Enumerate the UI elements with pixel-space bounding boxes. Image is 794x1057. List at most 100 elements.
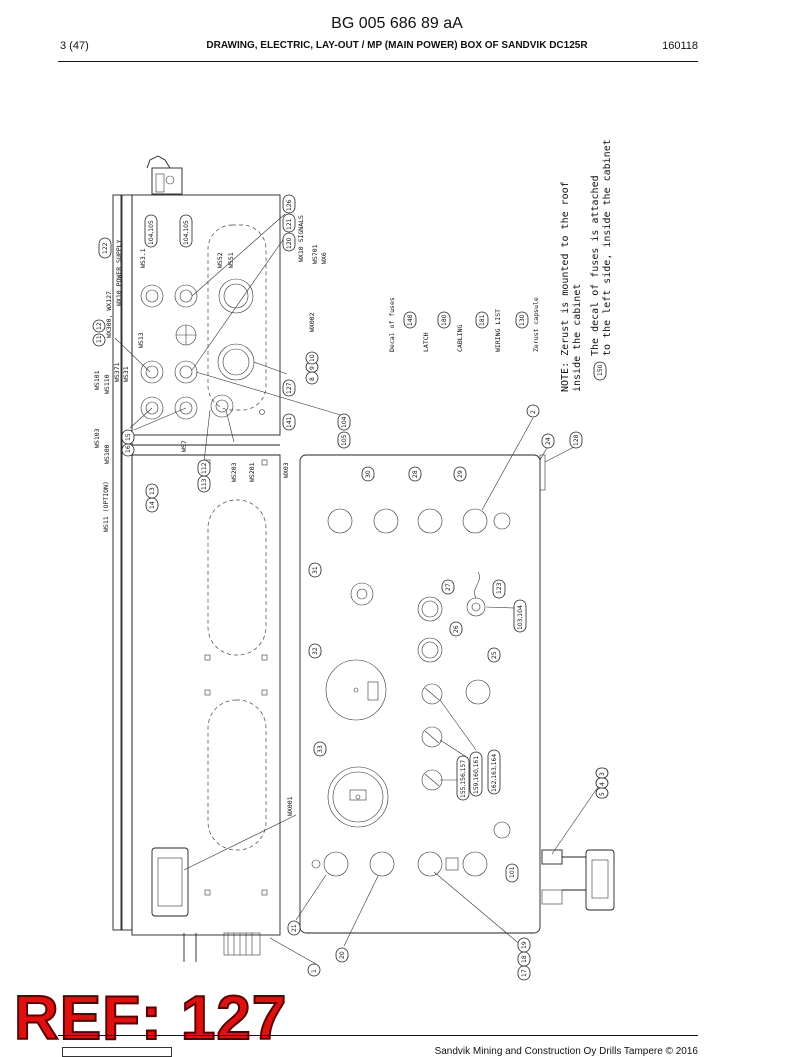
callout-14: 14 [149, 501, 156, 509]
callout-16: 16 [125, 445, 132, 453]
callout-121: 121 [286, 218, 293, 230]
legend-zerust-capsule: Zerust capsule [532, 297, 540, 352]
callout-24: 24 [545, 437, 552, 445]
note-fuses-line1: The decal of fuses is attached [590, 175, 601, 356]
latch-icon [146, 155, 183, 195]
footer-divider [58, 1035, 698, 1036]
callout-1: 1 [311, 969, 318, 973]
label-ws52: WS52 [216, 252, 224, 268]
callout-162: 162,163,164 [491, 754, 498, 792]
callout-128: 128 [573, 434, 580, 446]
callout-123: 123 [496, 582, 503, 594]
label-wx001: WX001 [286, 796, 294, 816]
callout-33: 33 [317, 745, 324, 753]
label-ws31: WS31 [122, 366, 130, 382]
callout-15: 15 [125, 433, 132, 441]
callout-148: 148 [407, 314, 414, 326]
legend-cabling: CABLING [456, 325, 464, 352]
label-wx03: WX03 [282, 462, 290, 478]
label-ws7: WS7 [180, 440, 188, 452]
header-divider [58, 61, 698, 62]
callout-5: 5 [599, 792, 606, 796]
label-wx002: WX002 [308, 312, 316, 332]
cable-gland [151, 847, 261, 962]
callout-32: 32 [312, 647, 319, 655]
parts-legend: Decal of fuses LATCH CABLING WIRING LIST… [388, 297, 540, 352]
callout-180: 180 [441, 314, 448, 326]
label-ws101: WS101 [93, 370, 101, 390]
callout-101: 101 [509, 866, 516, 878]
side-plug [541, 849, 615, 911]
page-title: DRAWING, ELECTRIC, LAY-OUT / MP (MAIN PO… [206, 40, 588, 51]
callout-103-104: 103,104 [517, 605, 524, 630]
callout-26: 26 [453, 625, 460, 633]
label-ws201: WS201 [248, 462, 256, 482]
page-indicator: 3 (47) [60, 40, 89, 52]
label-ws110: WS110 [103, 374, 111, 394]
callout-bubbles: 122 104,105 104,105 126 121 120 11 12 12… [92, 194, 609, 981]
callout-104-105b: 104,105 [183, 220, 190, 245]
callout-30: 30 [365, 470, 372, 478]
callout-155: 155,156,157 [460, 760, 467, 798]
callout-104: 104 [341, 416, 348, 428]
callout-113: 113 [201, 478, 208, 490]
legend-decal-of-fuses: Decal of fuses [388, 297, 396, 352]
callout-4: 4 [599, 782, 606, 786]
label-ws103: WS103 [93, 428, 101, 448]
note-fuses-line2: to the left side, inside the cabinet [602, 139, 613, 356]
label-ws51: WS51 [227, 252, 235, 268]
label-ws701: WS701 [311, 244, 319, 264]
connector-group-top [140, 278, 265, 420]
label-ws371: WS371 [113, 362, 121, 382]
ref-overlay-label: REF: 127 [13, 984, 288, 1053]
footer-copyright: Sandvik Mining and Construction Oy Drill… [434, 1046, 698, 1057]
document-date: 160118 [662, 40, 698, 52]
callout-120: 120 [286, 237, 293, 249]
callout-18: 18 [521, 955, 528, 963]
callout-150: 150 [597, 364, 604, 376]
company-logo [62, 1047, 172, 1057]
callout-122: 122 [102, 242, 109, 254]
callout-2: 2 [530, 410, 537, 414]
label-ws13: WS13 [137, 332, 145, 348]
legend-wiring-list: WIRING LIST [494, 309, 502, 352]
note-zerust-line2: inside the cabinet [572, 284, 583, 392]
label-wx300-wx127: WX300, WX127 [105, 291, 113, 338]
label-ws203: WS203 [230, 462, 238, 482]
callout-10: 10 [309, 354, 316, 362]
callout-29: 29 [457, 470, 464, 478]
connector-labels: WX10 POWER SUPPLY WX300, WX127 WS3.1 WS1… [93, 215, 328, 816]
callout-130: 130 [519, 314, 526, 326]
callout-20: 20 [339, 951, 346, 959]
callout-9: 9 [309, 366, 316, 370]
callout-12: 12 [96, 322, 103, 330]
label-ws3-1: WS3.1 [139, 248, 147, 268]
callout-159: 159,160,161 [473, 756, 480, 794]
callout-25: 25 [491, 651, 498, 659]
callout-28: 28 [412, 470, 419, 478]
callout-17: 17 [521, 969, 528, 977]
callout-11: 11 [96, 335, 103, 343]
callout-3: 3 [599, 772, 606, 776]
callout-13: 13 [149, 487, 156, 495]
callout-105: 105 [341, 434, 348, 446]
label-wx6: WX6 [320, 252, 328, 264]
notes: NOTE: Zerust is mounted to the roof insi… [560, 139, 613, 392]
callout-21: 21 [291, 924, 298, 932]
callout-31: 31 [312, 566, 319, 574]
callout-127: 127 [286, 382, 293, 394]
callout-141: 141 [286, 416, 293, 428]
leader-lines [114, 213, 601, 965]
label-wx10-power-supply: WX10 POWER SUPPLY [115, 239, 123, 306]
callout-8: 8 [309, 377, 316, 381]
label-ws100: WS100 [103, 444, 111, 464]
callout-126: 126 [286, 199, 293, 211]
callout-27: 27 [445, 583, 452, 591]
callout-181: 181 [479, 314, 486, 326]
label-ws11-option: WS11 (OPTION) [102, 481, 110, 532]
legend-latch: LATCH [422, 332, 430, 352]
cabinet-body [112, 194, 281, 936]
callout-112: 112 [201, 462, 208, 474]
note-zerust-line1: NOTE: Zerust is mounted to the roof [560, 181, 571, 392]
